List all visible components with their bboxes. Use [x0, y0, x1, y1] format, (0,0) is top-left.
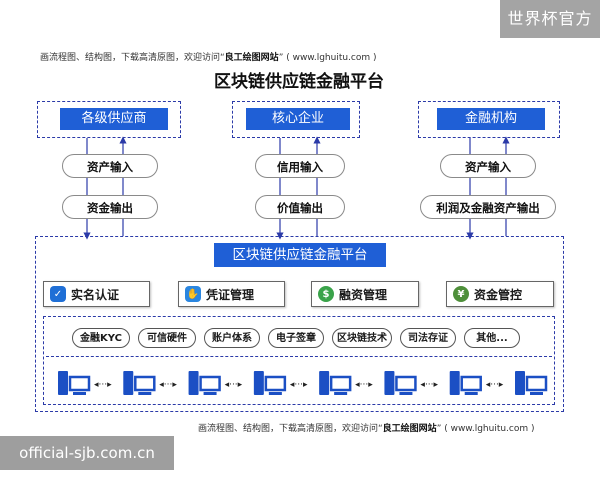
watermark-bottom-left: official-sjb.com.cn	[0, 436, 174, 470]
diagram-title: 区块链供应链金融平台	[214, 72, 384, 92]
computer-node-icon	[449, 371, 482, 395]
bottom-note-prefix: 画流程图、结构图，下载高清原图，欢迎访问“	[198, 424, 383, 434]
flow-input-core: 信用输入	[255, 154, 345, 178]
module-fund-control: ¥ 资金管控	[446, 281, 554, 307]
top-note-suffix: ” ( www.lghuitu.com )	[278, 53, 377, 63]
party-container-core	[232, 101, 360, 138]
tech-judicial-evidence: 司法存证	[400, 328, 456, 348]
bottom-note-suffix: ” ( www.lghuitu.com )	[436, 424, 535, 434]
link-arrow: ◂···▸	[420, 380, 438, 390]
module-label: 实名认证	[71, 287, 120, 302]
watermark-top-right: 世界杯官方	[500, 0, 600, 38]
platform-container	[35, 236, 564, 412]
link-arrow: ◂···▸	[94, 380, 112, 390]
flow-output-core: 价值输出	[255, 195, 345, 219]
computer-node-icon	[253, 371, 287, 395]
module-voucher-management: ✋ 凭证管理	[178, 281, 285, 307]
tech-account-system: 账户体系	[204, 328, 260, 348]
tech-others: 其他...	[464, 328, 520, 348]
tech-trusted-hardware: 可信硬件	[138, 328, 196, 348]
bottom-note-site: 良工绘图网站	[382, 424, 437, 434]
flow-input-finance: 资产输入	[440, 154, 536, 178]
party-core-enterprise: 核心企业	[246, 108, 350, 130]
top-note: 画流程图、结构图，下载高清原图，欢迎访问“良工绘图网站” ( www.lghui…	[40, 50, 377, 63]
link-arrow: ◂···▸	[486, 380, 504, 390]
link-arrow: ◂···▸	[225, 380, 243, 390]
party-suppliers: 各级供应商	[60, 108, 168, 130]
module-label: 融资管理	[339, 287, 388, 302]
money-bag-icon: $	[318, 286, 334, 302]
link-arrow: ◂···▸	[290, 380, 308, 390]
computer-node-icon	[188, 371, 221, 395]
module-label: 凭证管理	[206, 287, 255, 302]
bottom-note: 画流程图、结构图，下载高清原图，欢迎访问“良工绘图网站” ( www.lghui…	[198, 421, 535, 434]
flow-input-suppliers: 资产输入	[62, 154, 158, 178]
party-container-suppliers	[37, 101, 181, 138]
computer-node-icon	[515, 371, 548, 395]
module-label: 资金管控	[474, 287, 523, 302]
computer-node-icon	[58, 371, 91, 395]
tech-blockchain: 区块链技术	[332, 328, 392, 348]
link-arrow: ◂···▸	[159, 380, 177, 390]
computer-node-icon	[123, 371, 156, 395]
module-financing-management: $ 融资管理	[311, 281, 419, 307]
shield-icon: ✓	[50, 286, 66, 302]
module-real-name-auth: ✓ 实名认证	[43, 281, 150, 307]
computer-node-icon	[319, 371, 352, 395]
platform-title: 区块链供应链金融平台	[214, 243, 386, 267]
hand-icon: ✋	[185, 286, 201, 302]
tech-e-signature: 电子签章	[268, 328, 324, 348]
party-container-finance	[418, 101, 560, 138]
top-note-prefix: 画流程图、结构图，下载高清原图，欢迎访问“	[40, 53, 225, 63]
computer-node-icon	[384, 371, 417, 395]
flow-output-finance: 利润及金融资产输出	[420, 195, 556, 219]
tech-divider	[46, 356, 552, 357]
flow-output-suppliers: 资金输出	[62, 195, 158, 219]
party-financial-institution: 金融机构	[437, 108, 545, 130]
coin-icon: ¥	[453, 286, 469, 302]
link-arrow: ◂···▸	[355, 380, 373, 390]
tech-kyc: 金融KYC	[72, 328, 130, 348]
tech-container	[43, 316, 555, 405]
top-note-site: 良工绘图网站	[224, 53, 279, 63]
